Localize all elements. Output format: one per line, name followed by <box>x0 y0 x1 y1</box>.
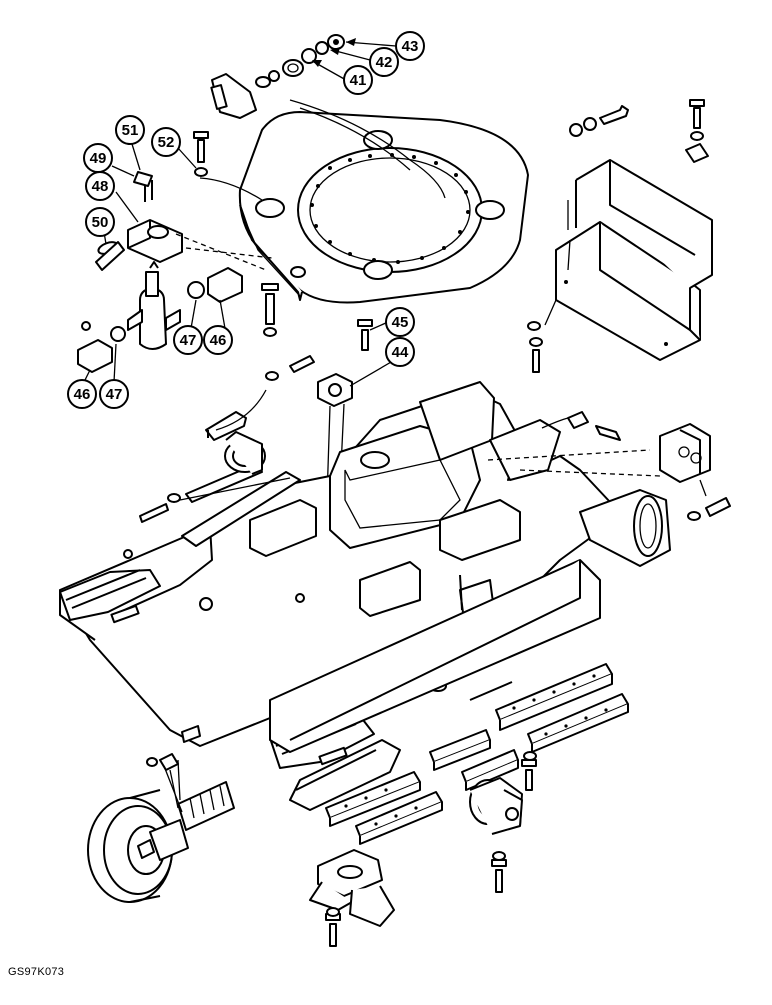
crossmember <box>185 463 601 753</box>
callout-52: 52 <box>151 127 181 157</box>
swivel-joint <box>127 261 181 350</box>
callout-label-46-lower: 46 <box>74 386 91 403</box>
wear-strips <box>325 663 629 845</box>
callout-48: 48 <box>85 171 115 201</box>
callout-44: 44 <box>385 337 415 367</box>
callout-label-45: 45 <box>392 314 409 331</box>
callout-label-50: 50 <box>92 214 109 231</box>
left-bolts <box>123 493 305 611</box>
callout-46-upper: 46 <box>203 325 233 355</box>
callout-label-41: 41 <box>350 72 367 89</box>
figure-reference-code: GS97K073 <box>8 966 65 978</box>
callout-47-lower: 47 <box>99 379 129 409</box>
callout-label-44: 44 <box>392 344 409 361</box>
callout-label-51: 51 <box>122 122 139 139</box>
bearing-blocks <box>77 267 279 373</box>
top-bolt <box>193 131 209 177</box>
callout-label-47-upper: 47 <box>180 332 197 349</box>
callout-45: 45 <box>385 307 415 337</box>
leader-lines <box>163 177 707 813</box>
callout-50: 50 <box>85 207 115 237</box>
callout-label-42: 42 <box>376 54 393 71</box>
callout-label-43: 43 <box>402 38 419 55</box>
wear-strip-holes <box>344 674 608 826</box>
callout-41: 41 <box>343 65 373 95</box>
lower-roller <box>469 751 537 835</box>
guide-bracket <box>309 849 507 947</box>
right-block <box>567 411 731 521</box>
swivel-block <box>95 171 183 271</box>
callout-47-upper: 47 <box>173 325 203 355</box>
callout-label-46-upper: 46 <box>210 332 227 349</box>
callout-arrows <box>83 38 399 387</box>
callout-49: 49 <box>83 143 113 173</box>
track-rails <box>59 381 671 811</box>
swivel-pin <box>210 34 345 119</box>
callout-label-47-lower: 47 <box>106 386 123 403</box>
callout-label-52: 52 <box>158 134 175 151</box>
turntable-plate <box>238 99 529 304</box>
callout-42: 42 <box>369 47 399 77</box>
upper-roller <box>205 355 315 475</box>
callout-51: 51 <box>115 115 145 145</box>
callout-46-lower: 46 <box>67 379 97 409</box>
turntable-bolt-holes <box>310 153 470 264</box>
callout-label-48: 48 <box>92 178 109 195</box>
idler-wheel <box>87 725 235 903</box>
cover-fasteners <box>527 99 709 373</box>
callout-43: 43 <box>395 31 425 61</box>
cover-box <box>555 159 713 361</box>
callout-label-49: 49 <box>90 150 107 167</box>
